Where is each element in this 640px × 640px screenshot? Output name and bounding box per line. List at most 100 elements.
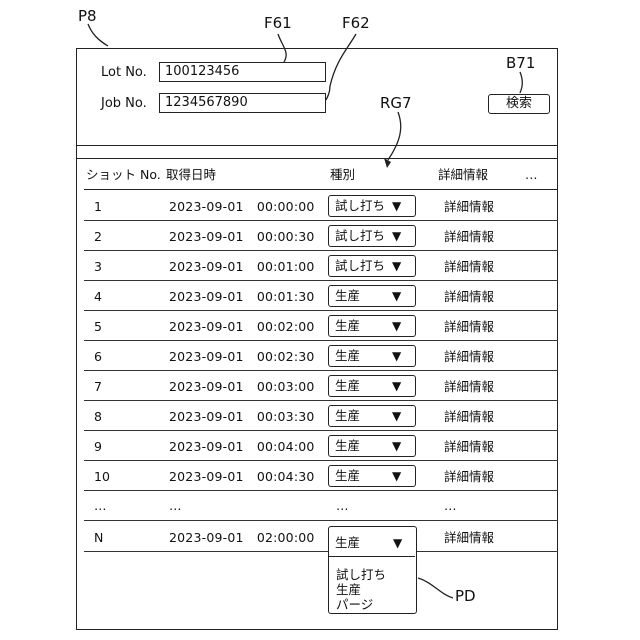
type-value: 生産 bbox=[335, 348, 360, 364]
details-link[interactable]: 詳細情報 bbox=[444, 319, 494, 335]
datetime-cell: 2023-09-01 00:02:00 bbox=[169, 319, 315, 335]
datetime-cell: 2023-09-01 00:04:30 bbox=[169, 469, 315, 485]
dropdown-option-trial[interactable]: 試し打ち bbox=[336, 567, 386, 582]
datetime-cell: 2023-09-01 00:01:30 bbox=[169, 289, 315, 305]
row-divider bbox=[84, 520, 558, 521]
details-link[interactable]: 詳細情報 bbox=[444, 469, 494, 485]
triangle-down-icon: ▼ bbox=[392, 438, 401, 454]
table-row: 6 2023-09-01 00:02:30 生産 ▼ 詳細情報 bbox=[84, 341, 558, 371]
shot-no-cell: 3 bbox=[94, 259, 102, 275]
header-details: 詳細情報 bbox=[438, 167, 488, 183]
type-dropdown[interactable]: 試し打ち ▼ bbox=[328, 195, 416, 217]
table-row: 8 2023-09-01 00:03:30 生産 ▼ 詳細情報 bbox=[84, 401, 558, 431]
type-value: 生産 bbox=[335, 318, 360, 334]
datetime-cell: 2023-09-01 00:03:00 bbox=[169, 379, 315, 395]
type-dropdown[interactable]: 試し打ち ▼ bbox=[328, 225, 416, 247]
ellipsis: … bbox=[444, 499, 457, 513]
datetime-cell: 2023-09-01 00:04:00 bbox=[169, 439, 315, 455]
type-value: 試し打ち bbox=[335, 228, 385, 244]
table-row: 4 2023-09-01 00:01:30 生産 ▼ 詳細情報 bbox=[84, 281, 558, 311]
shot-no-cell: 5 bbox=[94, 319, 102, 335]
datetime-cell: 2023-09-01 00:00:30 bbox=[169, 229, 315, 245]
type-dropdown[interactable]: 生産 ▼ bbox=[328, 435, 416, 457]
shot-no-cell: N bbox=[94, 530, 103, 546]
details-link[interactable]: 詳細情報 bbox=[444, 229, 494, 245]
table-row: 7 2023-09-01 00:03:00 生産 ▼ 詳細情報 bbox=[84, 371, 558, 401]
job-no-label: Job No. bbox=[101, 96, 147, 111]
ellipsis: … bbox=[94, 499, 107, 513]
header-underline bbox=[84, 189, 558, 190]
shot-no-cell: 9 bbox=[94, 439, 102, 455]
details-link[interactable]: 詳細情報 bbox=[444, 409, 494, 425]
details-link[interactable]: 詳細情報 bbox=[444, 289, 494, 305]
datetime-cell: 2023-09-01 00:02:30 bbox=[169, 349, 315, 365]
details-link[interactable]: 詳細情報 bbox=[444, 349, 494, 365]
ellipsis: … bbox=[336, 499, 349, 513]
type-dropdown[interactable]: 生産 ▼ bbox=[328, 405, 416, 427]
job-no-field[interactable]: 1234567890 bbox=[159, 93, 326, 113]
type-dropdown[interactable]: 生産 ▼ bbox=[328, 465, 416, 487]
form-divider bbox=[76, 145, 558, 146]
header-more[interactable]: … bbox=[525, 167, 538, 183]
callout-f61: F61 bbox=[264, 16, 292, 31]
datetime-cell: 2023-09-01 00:01:00 bbox=[169, 259, 315, 275]
type-dropdown[interactable]: 生産 ▼ bbox=[328, 375, 416, 397]
callout-f62: F62 bbox=[342, 16, 370, 31]
header-type: 種別 bbox=[330, 167, 355, 183]
triangle-down-icon: ▼ bbox=[392, 288, 401, 304]
type-dropdown-open[interactable]: 生産 ▼ 試し打ち 生産 パージ bbox=[328, 526, 417, 614]
triangle-down-icon: ▼ bbox=[392, 258, 401, 274]
table-top-border bbox=[76, 158, 558, 159]
datetime-cell: 2023-09-01 00:03:30 bbox=[169, 409, 315, 425]
table-row: 2 2023-09-01 00:00:30 試し打ち ▼ 詳細情報 bbox=[84, 221, 558, 251]
table-row: 5 2023-09-01 00:02:00 生産 ▼ 詳細情報 bbox=[84, 311, 558, 341]
type-dropdown[interactable]: 生産 ▼ bbox=[328, 285, 416, 307]
details-link[interactable]: 詳細情報 bbox=[444, 199, 494, 215]
shot-no-cell: 10 bbox=[94, 469, 110, 485]
callout-p8: P8 bbox=[78, 9, 97, 24]
shot-no-cell: 2 bbox=[94, 229, 102, 245]
shot-no-cell: 4 bbox=[94, 289, 102, 305]
dropdown-option-purge[interactable]: パージ bbox=[336, 597, 373, 612]
type-dropdown[interactable]: 生産 ▼ bbox=[328, 345, 416, 367]
details-link[interactable]: 詳細情報 bbox=[444, 379, 494, 395]
triangle-down-icon: ▼ bbox=[393, 535, 402, 551]
shot-no-cell: 1 bbox=[94, 199, 102, 215]
type-value: 試し打ち bbox=[335, 258, 385, 274]
type-dropdown[interactable]: 試し打ち ▼ bbox=[328, 255, 416, 277]
search-button[interactable]: 検索 bbox=[488, 94, 550, 114]
table-row: 1 2023-09-01 00:00:00 試し打ち ▼ 詳細情報 bbox=[84, 191, 558, 221]
dropdown-option-production[interactable]: 生産 bbox=[336, 582, 361, 597]
datetime-cell: 2023-09-01 00:00:00 bbox=[169, 199, 315, 215]
table-row-ellipsis: … … … … bbox=[84, 491, 558, 521]
details-link[interactable]: 詳細情報 bbox=[444, 530, 494, 546]
datetime-cell: 2023-09-01 02:00:00 bbox=[169, 530, 315, 546]
triangle-down-icon: ▼ bbox=[392, 468, 401, 484]
triangle-down-icon: ▼ bbox=[392, 378, 401, 394]
header-datetime: 取得日時 bbox=[166, 167, 216, 183]
row-divider bbox=[84, 551, 558, 552]
shot-no-cell: 7 bbox=[94, 379, 102, 395]
triangle-down-icon: ▼ bbox=[392, 318, 401, 334]
shot-no-cell: 6 bbox=[94, 349, 102, 365]
type-value: 試し打ち bbox=[335, 198, 385, 214]
type-value: 生産 bbox=[335, 535, 360, 551]
triangle-down-icon: ▼ bbox=[392, 198, 401, 214]
type-value: 生産 bbox=[335, 408, 360, 424]
triangle-down-icon: ▼ bbox=[392, 228, 401, 244]
table-row: N 2023-09-01 02:00:00 詳細情報 bbox=[84, 522, 558, 552]
type-value: 生産 bbox=[335, 468, 360, 484]
details-link[interactable]: 詳細情報 bbox=[444, 259, 494, 275]
details-link[interactable]: 詳細情報 bbox=[444, 439, 494, 455]
header-shot-no: ショット No. bbox=[86, 167, 161, 183]
table-row: 3 2023-09-01 00:01:00 試し打ち ▼ 詳細情報 bbox=[84, 251, 558, 281]
type-value: 生産 bbox=[335, 288, 360, 304]
lot-no-field[interactable]: 100123456 bbox=[159, 62, 326, 82]
triangle-down-icon: ▼ bbox=[392, 408, 401, 424]
dropdown-separator bbox=[329, 556, 415, 557]
shot-no-cell: 8 bbox=[94, 409, 102, 425]
triangle-down-icon: ▼ bbox=[392, 348, 401, 364]
leader-p8 bbox=[88, 24, 108, 46]
type-value: 生産 bbox=[335, 378, 360, 394]
type-dropdown[interactable]: 生産 ▼ bbox=[328, 315, 416, 337]
